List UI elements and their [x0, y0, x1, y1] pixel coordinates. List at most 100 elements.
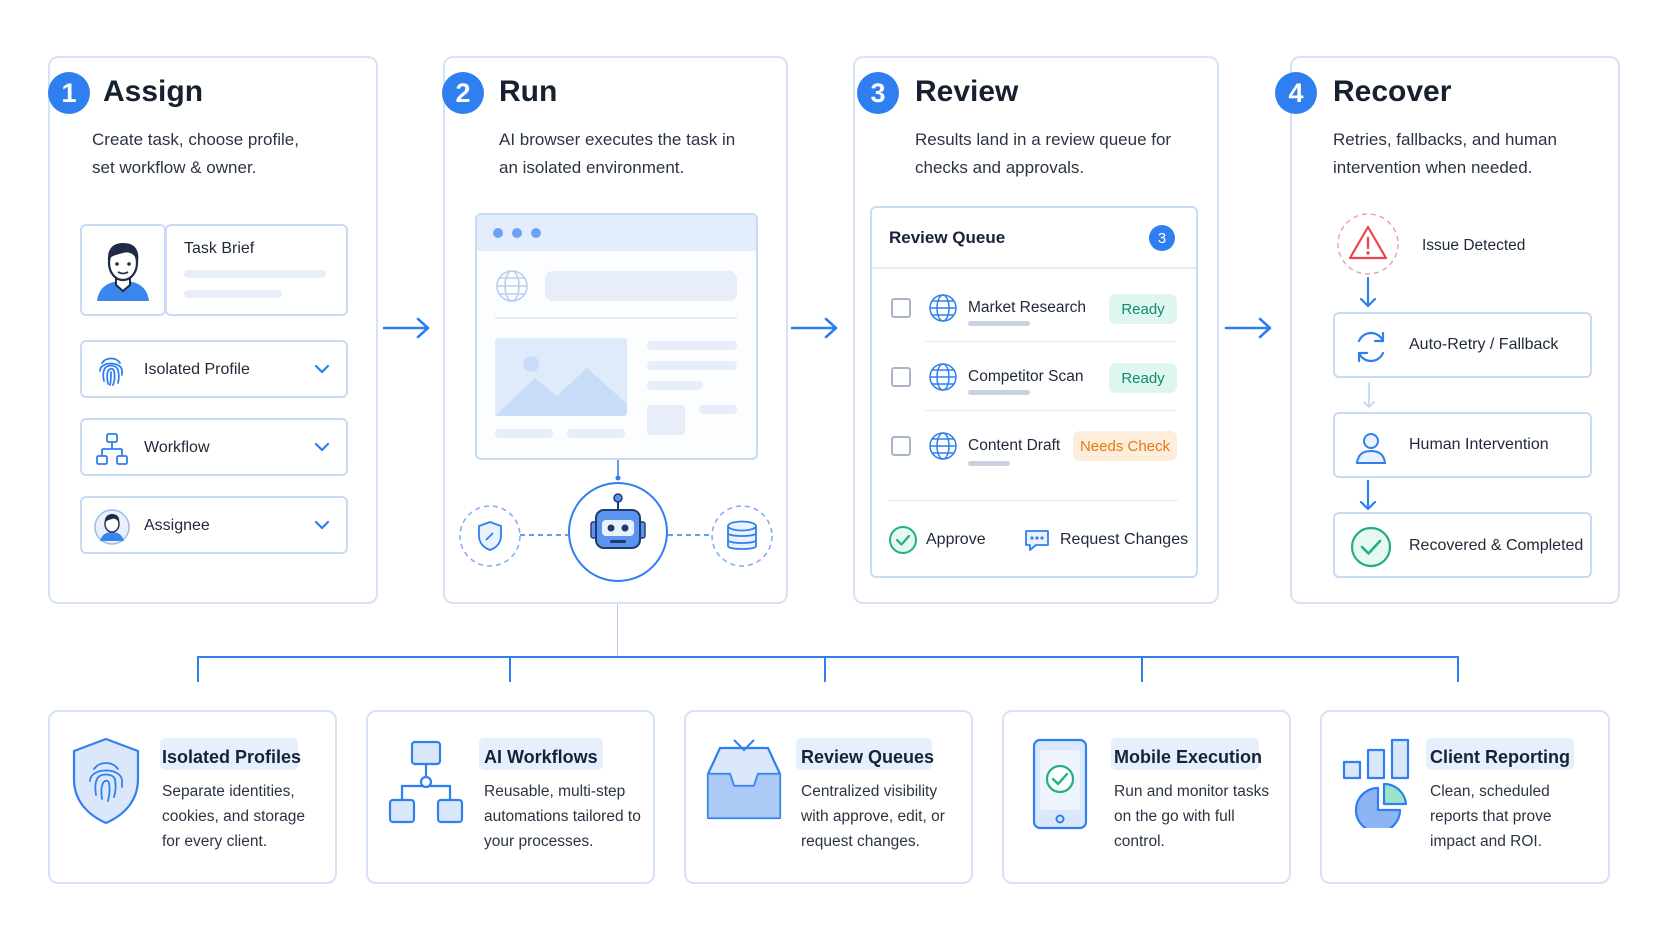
review-queue-title: Review Queue	[889, 228, 1006, 247]
person-icon	[1355, 433, 1387, 464]
image-icon	[495, 356, 627, 416]
database-icon	[711, 505, 773, 567]
arrow-down-faint-icon	[1363, 382, 1375, 409]
globe-icon	[929, 294, 957, 322]
step-title: Run	[499, 75, 558, 108]
window-dot	[512, 228, 522, 238]
step-number: 3	[857, 72, 899, 114]
image-placeholder	[495, 338, 627, 416]
chevron-down-icon	[314, 442, 330, 452]
check-circle-icon	[889, 526, 917, 554]
human-intervention-card: Human Intervention	[1333, 412, 1592, 478]
text-placeholder-line	[184, 270, 326, 278]
feature-description: Separate identities, cookies, and storag…	[162, 783, 306, 850]
row-checkbox[interactable]	[891, 367, 911, 387]
browser-window	[475, 213, 758, 460]
assignee-select[interactable]: Assignee	[80, 496, 348, 554]
connector-line	[617, 604, 618, 656]
chevron-down-icon	[314, 520, 330, 530]
recover-step-label: Auto-Retry / Fallback	[1409, 336, 1559, 353]
arrow-right-icon	[382, 317, 430, 339]
chat-bubble-icon	[1025, 530, 1049, 551]
queue-item-name: Market Research	[968, 299, 1087, 316]
arrow-down-icon	[1359, 479, 1377, 511]
text-placeholder-line	[495, 429, 553, 438]
connector-line	[1141, 656, 1143, 682]
feature-title: Client Reporting	[1430, 747, 1570, 767]
step-description: Create task, choose profile, set workflo…	[92, 130, 299, 177]
request-changes-label: Request Changes	[1060, 531, 1189, 548]
step-title: Review	[915, 75, 1019, 108]
recover-step-label: Recovered & Completed	[1409, 537, 1584, 554]
feature-title: AI Workflows	[484, 747, 598, 767]
text-placeholder-line	[647, 361, 737, 370]
step-title: Recover	[1333, 75, 1452, 108]
row-divider	[888, 500, 1178, 501]
shield-fingerprint-icon	[72, 737, 140, 825]
inbox-tray-icon	[706, 739, 782, 820]
task-brief-card[interactable]: Task Brief	[165, 224, 348, 316]
workflow-select[interactable]: Workflow	[80, 418, 348, 476]
chevron-down-icon	[314, 364, 330, 374]
text-placeholder-line	[968, 390, 1030, 395]
request-changes-button[interactable]: Request Changes	[1022, 522, 1188, 558]
text-placeholder-line	[699, 405, 737, 414]
step-description: AI browser executes the task in an isola…	[499, 130, 736, 177]
row-divider	[924, 410, 1176, 411]
step-number: 4	[1275, 72, 1317, 114]
shield-icon	[459, 505, 521, 567]
feature-title: Mobile Execution	[1114, 747, 1263, 767]
address-bar	[545, 271, 737, 301]
isolated-profile-select[interactable]: Isolated Profile	[80, 340, 348, 398]
feature-description: Clean, scheduled reports that prove impa…	[1430, 783, 1552, 850]
connector-line	[824, 656, 826, 682]
field-label: Isolated Profile	[144, 361, 250, 378]
task-brief-avatar	[80, 224, 166, 316]
text-placeholder-line	[968, 321, 1030, 326]
arrow-right-icon	[790, 317, 838, 339]
step-number: 1	[48, 72, 90, 114]
task-brief-label: Task Brief	[184, 240, 255, 257]
approve-label: Approve	[926, 531, 986, 548]
row-checkbox[interactable]	[891, 436, 911, 456]
window-dot	[531, 228, 541, 238]
workflow-tree-icon	[388, 740, 464, 824]
feature-description: Reusable, multi-step automations tailore…	[484, 783, 641, 850]
text-placeholder-line	[968, 461, 1010, 466]
user-avatar-icon	[97, 243, 149, 301]
step-number: 2	[442, 72, 484, 114]
step-title: Assign	[103, 75, 204, 108]
feature-description: Run and monitor tasks on the go with ful…	[1114, 783, 1270, 850]
queue-item-name: Competitor Scan	[968, 368, 1084, 385]
queue-header-divider	[872, 267, 1196, 269]
approve-button[interactable]: Approve	[888, 522, 998, 558]
check-circle-icon	[1350, 526, 1392, 568]
connector-line	[197, 656, 199, 682]
text-placeholder-line	[647, 341, 737, 350]
robot-icon	[568, 482, 668, 582]
avatar-icon	[94, 509, 130, 545]
queue-item-name: Content Draft	[968, 437, 1061, 454]
globe-icon	[496, 270, 528, 302]
text-placeholder-line	[567, 429, 625, 438]
status-badge-ready: Ready	[1109, 363, 1177, 393]
row-checkbox[interactable]	[891, 298, 911, 318]
report-chart-icon	[1342, 738, 1410, 828]
issue-detected-label: Issue Detected	[1422, 237, 1526, 254]
recovered-completed-card: Recovered & Completed	[1333, 512, 1592, 578]
field-label: Assignee	[144, 517, 210, 534]
recover-step-label: Human Intervention	[1409, 436, 1549, 453]
feature-title: Isolated Profiles	[162, 747, 302, 767]
step-description: Results land in a review queue for check…	[915, 130, 1172, 177]
arrow-down-icon	[1359, 276, 1377, 308]
ai-runtime-diagram	[520, 460, 712, 536]
feature-title-highlight	[1426, 738, 1574, 770]
text-placeholder-line	[647, 381, 703, 390]
queue-count-badge: 3	[1149, 225, 1175, 251]
connector-line	[509, 656, 511, 682]
window-dot	[493, 228, 503, 238]
auto-retry-card: Auto-Retry / Fallback	[1333, 312, 1592, 378]
content-divider	[495, 317, 737, 319]
workflow-icon	[96, 433, 128, 465]
connector-line	[1457, 656, 1459, 682]
